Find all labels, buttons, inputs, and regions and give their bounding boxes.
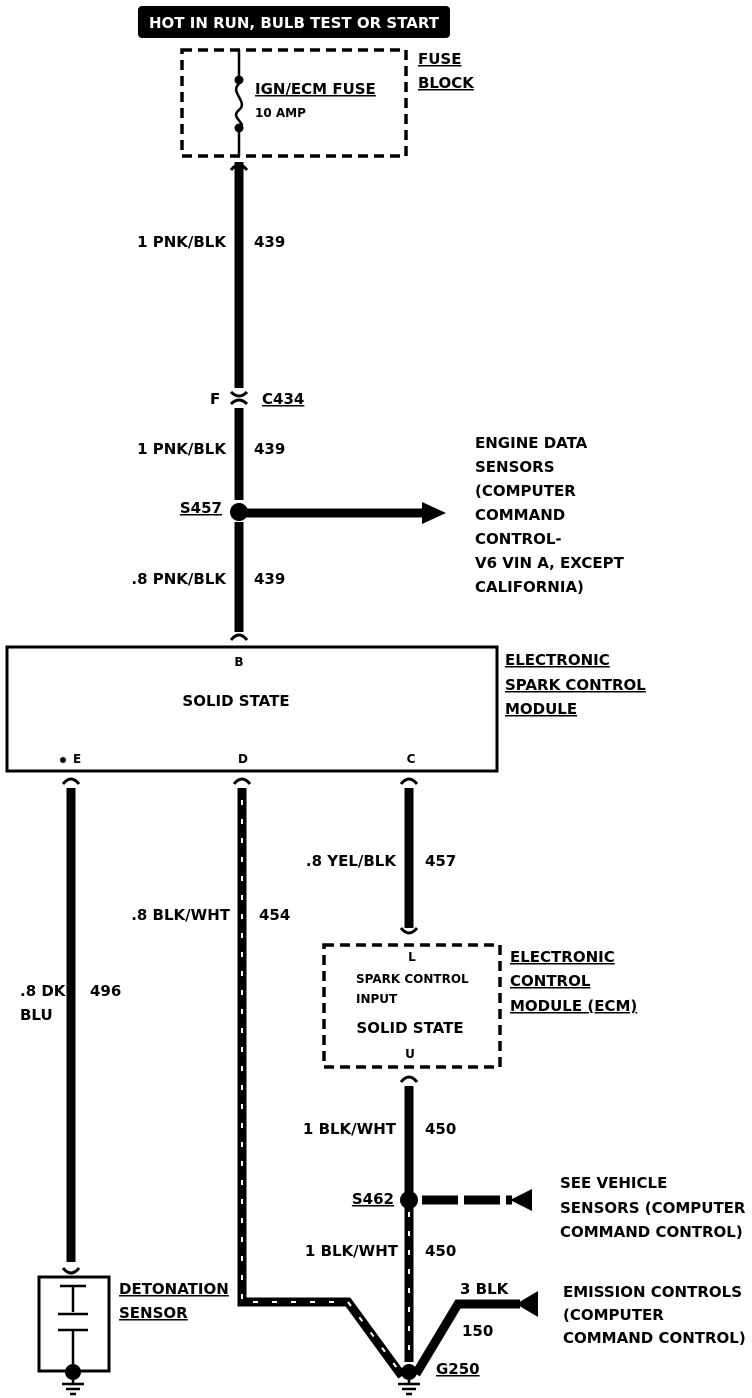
wire-439-lower-gauge: .8 PNK/BLK — [131, 570, 227, 588]
ecm-input-line-2: INPUT — [356, 992, 398, 1006]
wire-454-stripe — [241, 800, 401, 1373]
ecm-box — [322, 943, 502, 1069]
wire-cap-escm-c — [399, 777, 419, 785]
wire-457-circuit: 457 — [425, 852, 456, 870]
engine-data-line-4: COMMAND — [475, 506, 565, 524]
wire-454-circuit: 454 — [259, 906, 290, 924]
arrow-left-emission-icon — [516, 1291, 538, 1317]
fuse-block-label-1: FUSE — [418, 50, 461, 68]
ecm-pin-u: U — [405, 1047, 415, 1061]
fuse-terminal-top — [234, 75, 244, 85]
wire-439-upper-gauge: 1 PNK/BLK — [137, 233, 227, 251]
wire-454-gauge: .8 BLK/WHT — [131, 906, 231, 924]
engine-data-line-1: ENGINE DATA — [475, 434, 588, 452]
wire-cap-escm-b — [229, 633, 249, 641]
splice-s462-label: S462 — [352, 1190, 394, 1208]
emission-line-3: COMMAND CONTROL) — [563, 1329, 746, 1347]
fuse-block-box — [180, 48, 408, 158]
escm-inner-label: SOLID STATE — [182, 692, 289, 710]
ecm-inner-label: SOLID STATE — [356, 1019, 463, 1037]
wire-cap-fuse — [229, 163, 249, 171]
emission-line-1: EMISSION CONTROLS — [563, 1283, 742, 1301]
splice-s457 — [230, 503, 248, 521]
wire-450-lower-circuit: 450 — [425, 1242, 456, 1260]
splice-s462 — [400, 1191, 418, 1209]
ecm-input-line-1: SPARK CONTROL — [356, 972, 469, 986]
escm-box — [5, 645, 499, 773]
wire-450-upper-gauge: 1 BLK/WHT — [303, 1120, 397, 1138]
wire-cap-ecm-u — [399, 1075, 419, 1083]
header-title: HOT IN RUN, BULB TEST OR START — [149, 14, 440, 32]
engine-data-line-5: CONTROL- — [475, 530, 562, 548]
connector-name: C434 — [262, 390, 304, 408]
ecm-pin-l: L — [408, 950, 416, 964]
see-vehicle-line-2: SENSORS (COMPUTER — [560, 1199, 746, 1217]
fuse-element-icon — [234, 83, 244, 130]
ground-g250-label: G250 — [436, 1360, 480, 1378]
escm-name-2: SPARK CONTROL — [505, 676, 646, 694]
arrow-left-icon — [510, 1189, 532, 1211]
escm-name-1: ELECTRONIC — [505, 651, 610, 669]
connector-c434-icon — [229, 390, 249, 406]
wire-496-gauge-1: .8 DK — [20, 982, 67, 1000]
emission-line-2: (COMPUTER — [563, 1306, 664, 1324]
wire-439-middle-gauge: 1 PNK/BLK — [137, 440, 227, 458]
wire-cap-escm-d — [232, 777, 252, 785]
wire-cap-detonation — [61, 1267, 81, 1275]
wire-450-upper-circuit: 450 — [425, 1120, 456, 1138]
ground-g250-junction — [401, 1364, 417, 1380]
wire-150-circuit: 150 — [462, 1322, 493, 1340]
splice-s457-label: S457 — [180, 499, 222, 517]
detonation-label-1: DETONATION — [119, 1280, 229, 1298]
connector-pin: F — [210, 390, 220, 408]
wire-439-upper-circuit: 439 — [254, 233, 285, 251]
detonation-label-2: SENSOR — [119, 1304, 188, 1322]
ecm-name-1: ELECTRONIC — [510, 948, 615, 966]
wire-150-gauge: 3 BLK — [460, 1280, 510, 1298]
escm-pin-b: B — [234, 655, 243, 669]
wire-454 — [237, 788, 406, 1379]
detonation-ground-junction — [65, 1364, 81, 1380]
escm-pin-d: D — [238, 752, 248, 766]
wire-cap-ecm-l — [399, 927, 419, 935]
see-vehicle-line-3: COMMAND CONTROL) — [560, 1223, 743, 1241]
fuse-name: IGN/ECM FUSE — [255, 80, 376, 98]
fuse-rating: 10 AMP — [255, 106, 306, 120]
wire-150 — [412, 1299, 520, 1377]
wire-439-middle-circuit: 439 — [254, 440, 285, 458]
arrow-right-icon — [422, 502, 446, 524]
wire-450-lower-gauge: 1 BLK/WHT — [305, 1242, 399, 1260]
engine-data-line-3: (COMPUTER — [475, 482, 576, 500]
header-banner — [138, 6, 450, 38]
fuse-block-label-2: BLOCK — [418, 74, 475, 92]
engine-data-line-7: CALIFORNIA) — [475, 578, 584, 596]
wire-496-circuit: 496 — [90, 982, 121, 1000]
escm-pin-e: E — [73, 752, 81, 766]
ecm-name-2: CONTROL — [510, 972, 591, 990]
wire-457-gauge: .8 YEL/BLK — [306, 852, 397, 870]
wire-496-gauge-2: BLU — [20, 1006, 53, 1024]
see-vehicle-line-1: SEE VEHICLE — [560, 1174, 667, 1192]
wire-cap-escm-e — [61, 777, 81, 785]
ecm-name-3: MODULE (ECM) — [510, 997, 637, 1015]
wire-439-lower-circuit: 439 — [254, 570, 285, 588]
engine-data-line-2: SENSORS — [475, 458, 555, 476]
escm-name-3: MODULE — [505, 700, 577, 718]
escm-pin-c: C — [407, 752, 416, 766]
engine-data-line-6: V6 VIN A, EXCEPT — [475, 554, 625, 572]
escm-pin-e-dot — [60, 757, 66, 763]
